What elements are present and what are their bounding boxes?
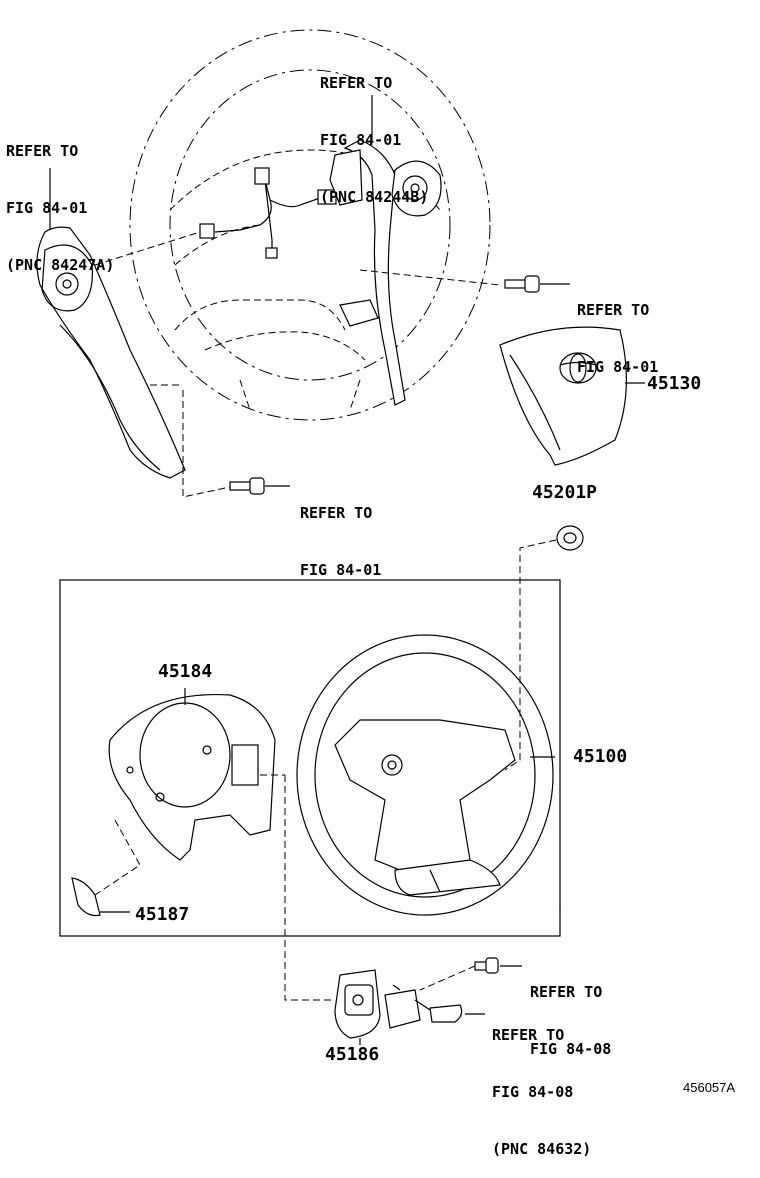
callout-line1: REFER TO [492,1026,565,1044]
bolt-right [504,275,540,293]
callout-line2: FIG 84-08 [492,1083,574,1101]
wiring-harness [199,167,337,259]
callout-line1: REFER TO [577,301,650,319]
callout-lower-bolt: REFER TO FIG 84-01 [300,466,381,599]
leader-lines [49,95,645,1045]
lower-cover [108,693,276,861]
part-number-switch: 45186 [325,1044,380,1065]
callout-line1: REFER TO [6,142,79,160]
upper-steering-wheel-outline [129,29,491,421]
callout-line2: FIG 84-01 [320,131,402,149]
switch-assembly [334,969,381,1039]
steering-wheel [296,634,554,916]
callout-pnc: (PNC 84632) [492,1140,592,1158]
illustration-id: 456057A [683,1080,736,1095]
nut [556,525,584,551]
callout-right-bolt: REFER TO FIG 84-01 [577,263,658,396]
callout-line1: REFER TO [300,504,373,522]
part-number-airbag: 45130 [647,373,702,394]
callout-pnc: (PNC 84247A) [6,256,115,274]
subassembly-frame [59,579,561,937]
trim-piece [71,877,101,917]
bolt-lower [229,477,265,495]
callout-line2: FIG 84-01 [300,561,382,579]
callout-bottom-switch: REFER TO FIG 84-08 (PNC 84632) [492,988,591,1178]
callout-line1: REFER TO [320,74,393,92]
steering-wheel-exploded-diagram [36,29,645,1045]
callout-line1: REFER TO [530,983,603,1001]
airbag-module [499,326,628,466]
left-spoke-bezel [36,226,186,479]
part-number-nut: 45201P [532,482,598,503]
right-spoke-bezel [329,139,442,406]
part-number-trim: 45187 [135,904,190,925]
callout-top-left: REFER TO FIG 84-01 (PNC 84247A) [6,104,114,294]
switch-connector [384,984,463,1029]
callout-line2: FIG 84-01 [6,199,88,217]
part-number-cover: 45184 [158,661,213,682]
callout-top-center: REFER TO FIG 84-01 (PNC 84244B) [320,36,428,226]
assembly-dash-lines [94,231,557,1001]
bolt-bottom [474,957,499,974]
callout-bottom-bolt: REFER TO FIG 84-08 [530,945,611,1078]
callout-line2: FIG 84-01 [577,358,659,376]
part-number-wheel: 45100 [573,746,628,767]
callout-line2: FIG 84-08 [530,1040,612,1058]
callout-pnc: (PNC 84244B) [320,188,429,206]
